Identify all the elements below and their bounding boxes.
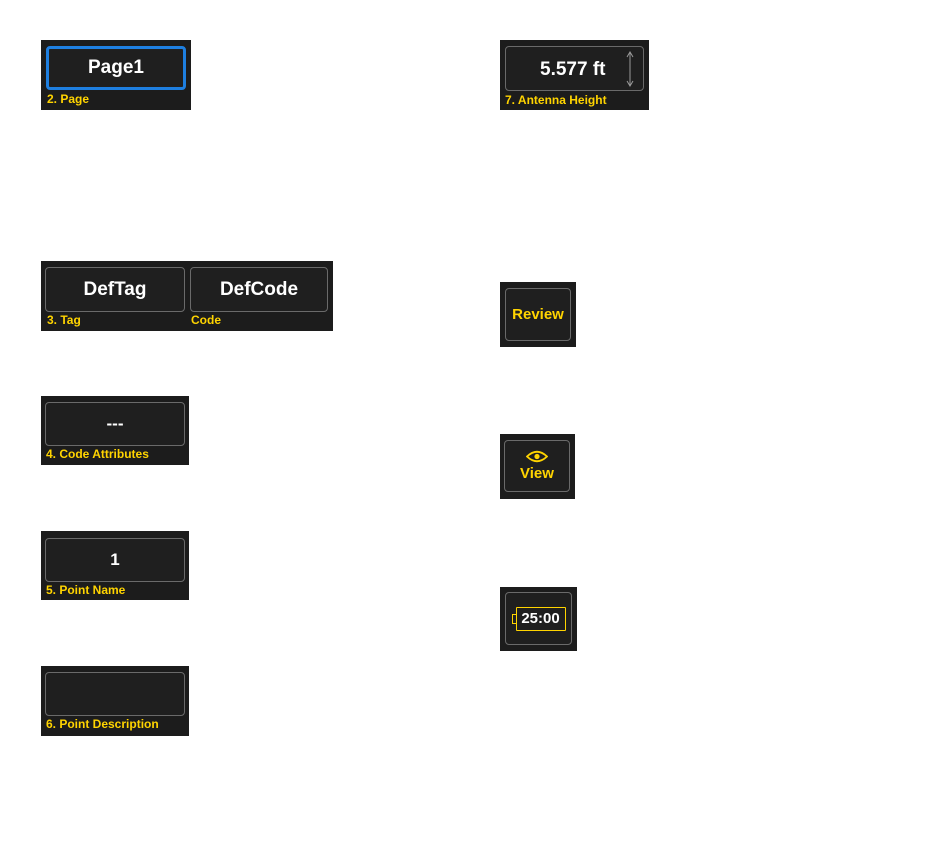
- page-panel: Page1 2. Page: [41, 40, 191, 110]
- point-name-panel: 1 5. Point Name: [41, 531, 189, 600]
- eye-icon: [526, 450, 548, 463]
- view-label: View: [520, 465, 554, 482]
- tag-label: 3. Tag: [47, 314, 81, 326]
- code-attributes-value: ---: [107, 414, 124, 434]
- page-label: 2. Page: [47, 93, 89, 105]
- antenna-height-field[interactable]: 5.577 ft: [505, 46, 644, 91]
- timer-button[interactable]: 25:00: [505, 592, 572, 645]
- review-panel: Review: [500, 282, 576, 347]
- view-button[interactable]: View: [504, 440, 570, 492]
- point-description-field[interactable]: [45, 672, 185, 716]
- tag-code-panel: DefTag DefCode 3. Tag Code: [41, 261, 333, 331]
- review-button[interactable]: Review: [505, 288, 571, 341]
- timer-value: 25:00: [521, 610, 559, 627]
- timer-panel: 25:00: [500, 587, 577, 651]
- point-name-value: 1: [110, 550, 119, 570]
- page-field[interactable]: Page1: [46, 46, 186, 90]
- page-value: Page1: [88, 57, 144, 79]
- view-panel: View: [500, 434, 575, 499]
- code-attributes-panel: --- 4. Code Attributes: [41, 396, 189, 465]
- code-attributes-label: 4. Code Attributes: [46, 448, 149, 460]
- point-description-label: 6. Point Description: [46, 718, 159, 730]
- antenna-height-panel: 5.577 ft 7. Antenna Height: [500, 40, 649, 110]
- review-label: Review: [512, 306, 564, 323]
- code-value: DefCode: [220, 279, 298, 301]
- point-name-field[interactable]: 1: [45, 538, 185, 582]
- code-attributes-field[interactable]: ---: [45, 402, 185, 446]
- antenna-height-label: 7. Antenna Height: [505, 94, 607, 106]
- point-description-panel: 6. Point Description: [41, 666, 189, 736]
- code-field[interactable]: DefCode: [190, 267, 328, 312]
- tag-value: DefTag: [84, 279, 147, 301]
- antenna-height-value: 5.577 ft: [540, 59, 605, 81]
- point-name-label: 5. Point Name: [46, 584, 125, 596]
- tag-field[interactable]: DefTag: [45, 267, 185, 312]
- double-arrow-vertical-icon: [626, 50, 634, 88]
- battery-timer-icon: 25:00: [512, 607, 566, 631]
- code-label: Code: [191, 314, 221, 326]
